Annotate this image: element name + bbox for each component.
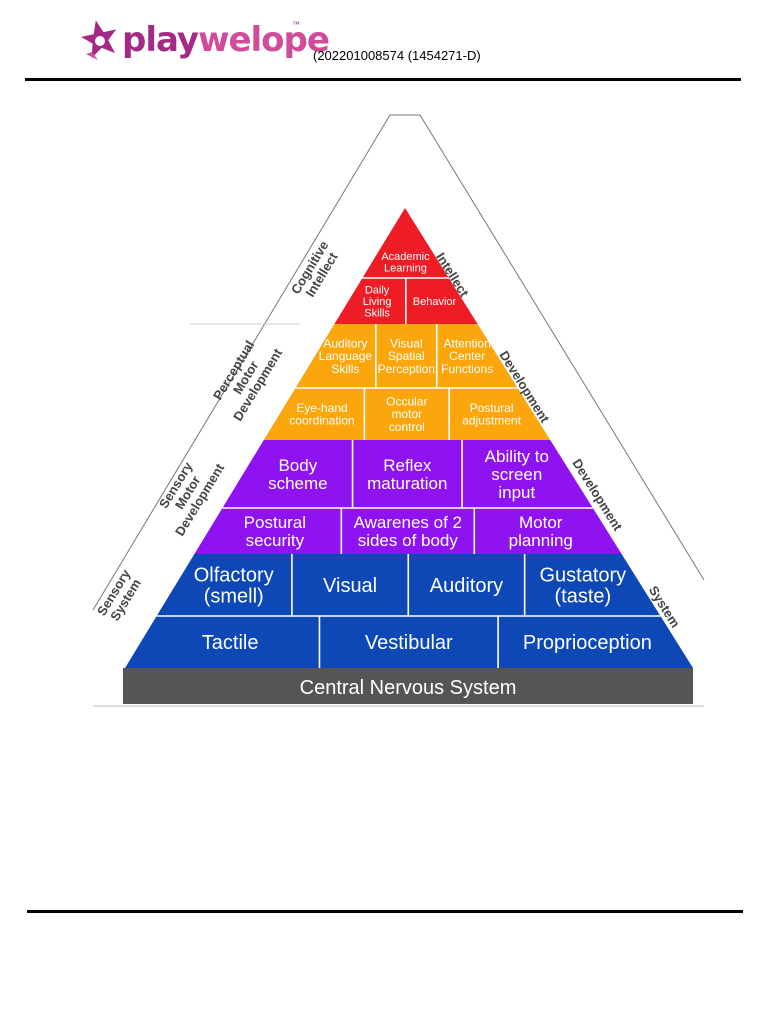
outer-triangle-line xyxy=(92,114,705,611)
sensory-row1-cell-label: Olfactory(smell) xyxy=(194,565,274,608)
sensory-motor-band xyxy=(194,440,622,554)
page-header: playwelope ™ (202201008574 (1454271-D) xyxy=(0,0,768,82)
cognitive-band xyxy=(334,208,478,324)
sensory-row1-cell-label: Gustatory(taste) xyxy=(539,565,626,608)
sensory-row2-cell-label: Vestibular xyxy=(365,632,453,654)
central-nervous-system-label: Central Nervous System xyxy=(300,677,517,699)
sensory-row1-cell-label: Auditory xyxy=(430,575,503,597)
logo-wordmark: playwelope xyxy=(122,20,330,60)
central-nervous-system-bar xyxy=(123,668,693,704)
registration-number: (202201008574 (1454271-D) xyxy=(313,48,481,63)
star-logo-icon xyxy=(80,20,117,60)
perceptual-band xyxy=(263,324,551,440)
svg-text:PerceptualMotorDevelopment: PerceptualMotorDevelopment xyxy=(206,331,286,424)
footer-rule xyxy=(27,910,743,913)
side-label-perceptual: PerceptualMotorDevelopment xyxy=(206,331,286,424)
pyramid-cells xyxy=(156,277,661,668)
trademark-mark: ™ xyxy=(292,20,300,29)
sensory-row2-cell-label: Tactile xyxy=(202,632,259,654)
outer-triangle xyxy=(92,114,705,707)
playwelope-logo: playwelope ™ xyxy=(78,16,330,70)
header-rule xyxy=(25,78,741,81)
sensory-row2-cell-label: Proprioception xyxy=(523,632,652,654)
sensory-row1-cell-label: Visual xyxy=(323,575,377,597)
cognitive-row2-cell-label: Behavior xyxy=(413,296,457,308)
